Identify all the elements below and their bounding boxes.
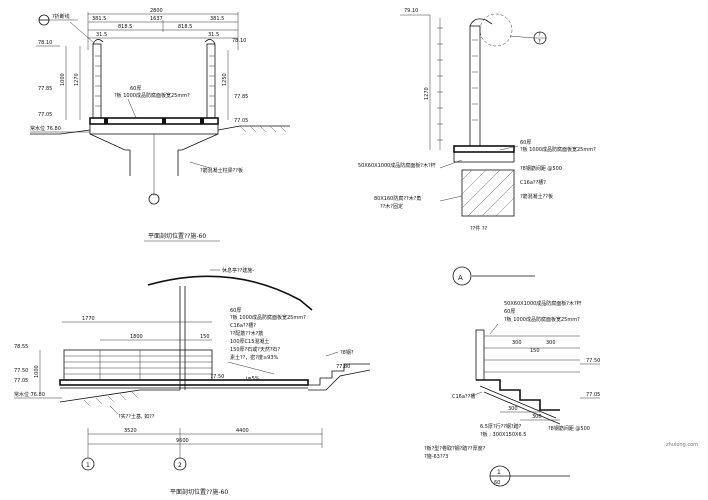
water-level-left: 常水位 76.80 [30, 125, 61, 132]
callout-tag-text: ?折断线 [52, 13, 70, 20]
deck-slab [89, 117, 219, 125]
dim-row-3: 381.5 [210, 16, 224, 22]
dim-row-1: 381.5 [92, 16, 106, 22]
steel-note-4: 6.5厚?行??钢?踏? [480, 423, 522, 430]
layer-note-1: C16a??槽? [230, 322, 256, 329]
deck-note-1: 60厚 [130, 86, 141, 92]
axis-marker-1 [81, 457, 95, 471]
dim-top-4a: 300 [512, 340, 522, 346]
member-note-2: ?8钢筋间距 @500 [520, 165, 562, 172]
dim-top-3c: 150 [200, 334, 210, 340]
side-elev-3: 77.80 [336, 364, 350, 370]
beam-note-2b: ??木?固定 [380, 203, 403, 210]
footing-note-2: ?筋混凝土??板 [520, 193, 553, 200]
deck-3 [59, 379, 309, 386]
pier-note: ?筋混凝土柱梁??板 [200, 167, 243, 174]
post-note-4: 50X60X1000成品防腐面板?木?杆 [504, 300, 582, 307]
height-left-2: 1270 [74, 73, 80, 86]
height-2: 1270 [424, 87, 430, 100]
stair-pitch: i=5% [246, 376, 260, 382]
deck-note-2a: 60厚 [520, 140, 531, 146]
height-3: 1000 [34, 365, 40, 378]
layer-note-5: 素土??，密?度≥93% [230, 354, 279, 361]
section-marker-a [452, 266, 472, 286]
member-note-1: C16a??槽? [520, 179, 546, 186]
ground-note-3: ?实??土基, 如?? [118, 413, 155, 420]
steel-note-4b: ?板 : 300X150X6.5 [480, 431, 526, 438]
deck-note-3a: 60厚 [230, 308, 241, 314]
caption-1: 平面剖切位置??施-60 [148, 232, 206, 240]
dim-bottom-4b: 300 [532, 414, 542, 420]
elev-4-top: 77.50 [586, 358, 600, 364]
dim-sub-1: 818.5 [118, 24, 132, 30]
deck-note-3b: ?板 1000成品防腐面板宽25mm? [230, 314, 306, 321]
layer-note-2: ??配筋??木?筋 [230, 330, 263, 337]
elev-top-right: 78.10 [232, 38, 246, 44]
elev-3-top: 78.55 [14, 344, 28, 350]
elev-step-3: 77.50 [210, 374, 224, 380]
callout-label-2: ? [538, 32, 541, 38]
axis-label-1: 1 [86, 462, 90, 469]
deck-note-4b: ?板 1000成品防腐面板宽25mm? [504, 316, 580, 323]
dim-top-4c: 300 [546, 340, 556, 346]
height-left: 1000 [60, 73, 66, 86]
elev-mid-left: 77.85 [38, 86, 52, 92]
elev-low-right: 77.05 [234, 118, 248, 124]
section-drawing-1: ?折断线 2800 381.5 1637 381.5 818.5 818.5 3… [30, 8, 290, 242]
height-right: 1250 [222, 73, 228, 86]
section-drawing-3: 休息亭??建施- 60厚 ?板 1000成品防腐面板宽25mm? C16a??槽… [14, 267, 371, 496]
footing-block [461, 169, 515, 217]
sheet-no-4: 60 [494, 480, 500, 486]
watermark-text: zhulong.com [666, 442, 698, 448]
section-label-a: A [458, 274, 463, 282]
section-drawing-4: 50X60X1000成品防腐面板?木?杆 60厚 ?板 1000成品防腐面板宽2… [424, 300, 600, 487]
caption-3: 平面剖切位置??施-60 [170, 488, 228, 496]
dim-small-left: 31.5 [96, 32, 107, 38]
dim-row-2: 1637 [150, 16, 163, 22]
elev-4-low: 77.05 [586, 392, 600, 398]
section-drawing-2: 79.10 1270 ? ? 60厚 ?板 1000成品防腐面板宽25mm? [358, 8, 596, 286]
elev-low-left: 77.05 [38, 112, 52, 118]
layer-note-4: 150厚?石或?天然?石? [230, 346, 281, 353]
dim-top-4b: 150 [530, 348, 540, 354]
post-note-2: 50X60X1000成品防腐面板?木?杆 [358, 162, 436, 169]
beam-note-2: 80X160防腐??木?角 [374, 195, 421, 202]
dim-top-3b: 1800 [130, 334, 143, 340]
axis-marker [148, 193, 160, 205]
layer-note-3: 100厚C15混凝土 [230, 338, 269, 345]
elev-top-2: 79.10 [404, 8, 418, 14]
elev-mid-right: 77.85 [234, 94, 248, 100]
water-level-3: 常水位 76.80 [14, 391, 45, 398]
section-no-4: 1 [497, 469, 501, 476]
dim-bottom-3a: 3520 [124, 428, 137, 434]
overall-width-dim: 2800 [150, 8, 163, 14]
axis-marker-2 [173, 457, 187, 471]
dim-bottom-4a: 300 [508, 406, 518, 412]
deck-note-2: ?板 1000成品防腐面板宽25mm? [114, 92, 190, 99]
channel-note: C16a??槽 [452, 393, 475, 400]
dim-small-right: 31.5 [208, 32, 219, 38]
side-note-3: ?8钢? [340, 349, 354, 356]
dim-sub-2: 818.5 [178, 24, 192, 30]
dim-total-3: 9600 [176, 438, 189, 444]
stair-profile [476, 379, 560, 411]
detail-callout-ring [479, 13, 513, 47]
rebar-note-4: ?8钢筋间距 @500 [548, 425, 590, 432]
bottom-note-4a: ?板?型?卷取?钢?踏??厚度? [424, 445, 486, 452]
roof-note: 休息亭??建施- [222, 267, 254, 274]
bottom-note-2: ??件 ?? [470, 225, 488, 232]
elev-3-low: 77.05 [14, 378, 28, 384]
deck-note-4a: 60厚 [504, 309, 515, 315]
axis-label-2: 2 [178, 462, 182, 469]
bottom-note-4b: ?施-63??3 [424, 453, 448, 460]
elev-top-left: 78.10 [38, 40, 52, 46]
callout-no-2: ? [538, 39, 541, 45]
elev-3-mid: 77.50 [14, 368, 28, 374]
dim-top-3a: 1770 [82, 316, 95, 322]
deck-note-2b: ?板 1000成品防腐面板宽25mm? [520, 146, 596, 153]
dim-bottom-3b: 4400 [236, 428, 249, 434]
